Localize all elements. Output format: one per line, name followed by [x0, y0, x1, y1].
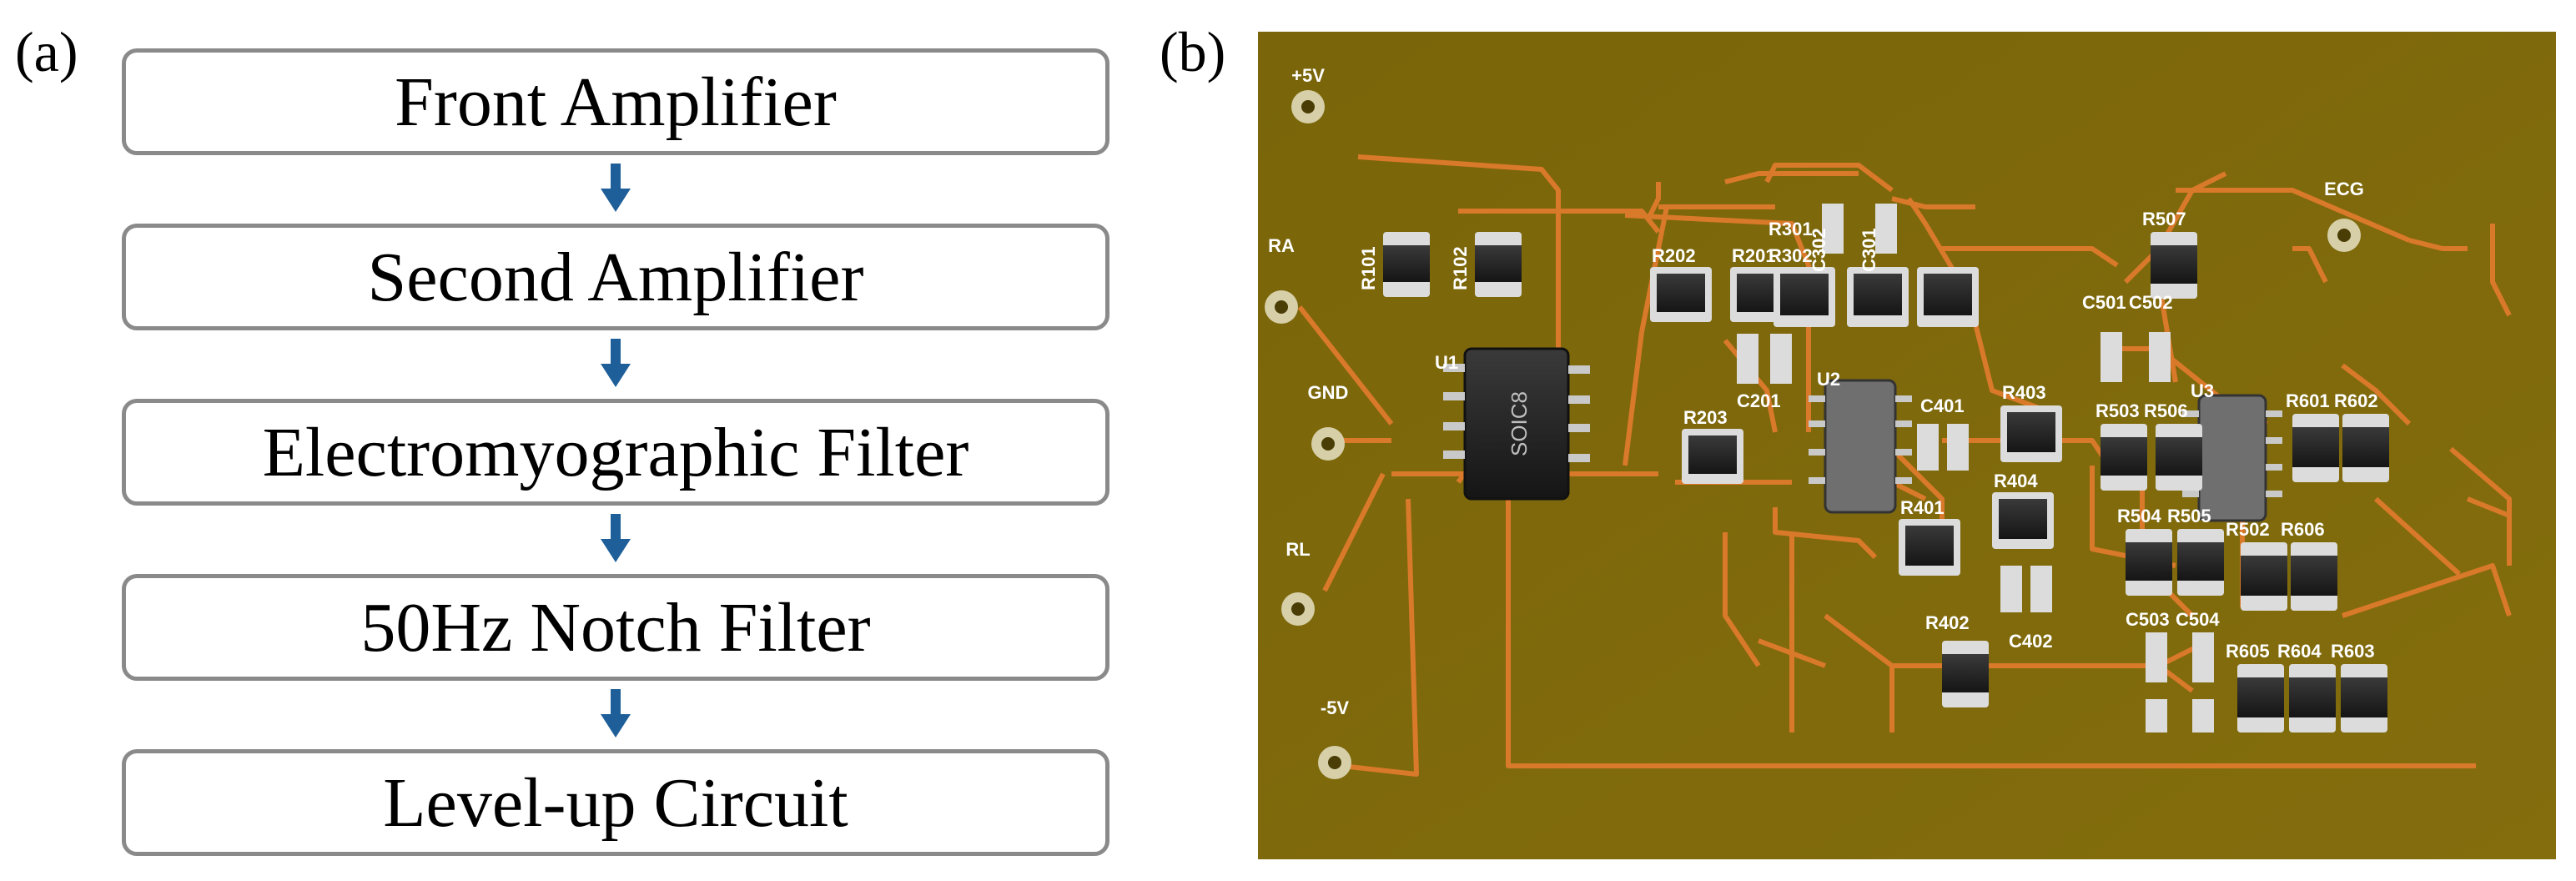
component-c503: C503: [2126, 609, 2170, 732]
component-r503: R503: [2096, 400, 2147, 491]
svg-text:C501: C501: [2082, 292, 2126, 313]
svg-text:C401: C401: [1920, 395, 1965, 416]
component-c302: C302: [1809, 204, 1909, 327]
component-r602: R602: [2334, 390, 2389, 482]
pad-plus5v: +5V: [1291, 65, 1325, 123]
panel-label-a: (a): [15, 20, 78, 83]
svg-text:C301: C301: [1859, 228, 1879, 272]
component-r402: R402: [1925, 612, 1989, 707]
component-r603: R603: [2331, 641, 2387, 732]
component-r102: R102: [1450, 232, 1522, 297]
component-r604: R604: [2277, 641, 2336, 732]
svg-text:R507: R507: [2142, 209, 2186, 229]
svg-text:R602: R602: [2334, 390, 2378, 411]
svg-text:GND: GND: [1308, 382, 1349, 403]
step-electromyographic-filter: Electromyographic Filter: [122, 399, 1109, 506]
step-notch-filter: 50Hz Notch Filter: [122, 574, 1109, 681]
component-r505: R505: [2167, 506, 2224, 596]
pad-gnd: GND: [1308, 382, 1349, 461]
component-r502: R502: [2226, 519, 2287, 611]
down-arrow-icon: [601, 689, 631, 738]
pcb-render: +5V RA GND RL -5V ECG SOIC8 U1: [1258, 32, 2556, 859]
component-r507: R507: [2142, 209, 2197, 299]
svg-text:R506: R506: [2144, 400, 2188, 421]
svg-text:R301: R301: [1768, 219, 1813, 239]
svg-text:R203: R203: [1683, 407, 1728, 428]
svg-text:R401: R401: [1900, 497, 1945, 518]
svg-text:R605: R605: [2226, 641, 2270, 662]
step-second-amplifier: Second Amplifier: [122, 224, 1109, 330]
component-c401: C401: [1917, 395, 1969, 471]
component-r203: R203: [1682, 407, 1743, 484]
svg-text:R101: R101: [1358, 246, 1379, 290]
svg-text:U2: U2: [1817, 369, 1840, 390]
pad-ra: RA: [1265, 235, 1298, 324]
svg-text:R404: R404: [1994, 471, 2038, 491]
component-c501: C501: [2082, 292, 2126, 382]
svg-text:R503: R503: [2096, 400, 2140, 421]
down-arrow-icon: [601, 164, 631, 212]
component-c201: C201: [1737, 334, 1792, 411]
svg-text:R603: R603: [2331, 641, 2375, 662]
svg-text:R302: R302: [1768, 245, 1813, 266]
chip-u2: U2: [1809, 369, 1912, 514]
svg-text:C502: C502: [2129, 292, 2173, 313]
svg-text:R102: R102: [1450, 246, 1471, 290]
svg-text:R201: R201: [1732, 245, 1776, 266]
component-c504: C504: [2176, 609, 2220, 732]
svg-text:C503: C503: [2126, 609, 2170, 630]
svg-text:-5V: -5V: [1321, 697, 1350, 718]
copper-traces: [1297, 154, 2512, 777]
component-r601: R601: [2286, 390, 2339, 482]
component-c301: C301: [1859, 204, 1979, 327]
svg-text:U3: U3: [2191, 380, 2214, 401]
svg-text:R402: R402: [1925, 612, 1970, 633]
svg-text:SOIC8: SOIC8: [1507, 391, 1532, 456]
component-r302: R302: [1768, 245, 1835, 327]
component-r101: R101: [1358, 232, 1430, 297]
chip-u1: SOIC8 U1: [1435, 347, 1590, 501]
svg-text:ECG: ECG: [2324, 179, 2364, 199]
svg-text:U1: U1: [1435, 352, 1458, 373]
down-arrow-icon: [601, 514, 631, 562]
svg-text:R604: R604: [2277, 641, 2322, 662]
svg-text:C302: C302: [1809, 228, 1829, 272]
component-r401: R401: [1899, 497, 1960, 576]
pad-rl: RL: [1281, 539, 1315, 626]
pad-ecg: ECG: [2324, 179, 2364, 252]
component-r606: R606: [2281, 519, 2337, 611]
component-r403: R403: [2000, 382, 2062, 462]
pad-minus5v: -5V: [1318, 697, 1351, 779]
svg-text:+5V: +5V: [1291, 65, 1325, 86]
step-level-up-circuit: Level-up Circuit: [122, 749, 1109, 856]
svg-text:R606: R606: [2281, 519, 2325, 540]
svg-text:RL: RL: [1285, 539, 1310, 560]
component-r605: R605: [2226, 641, 2284, 732]
svg-text:R502: R502: [2226, 519, 2270, 540]
down-arrow-icon: [601, 339, 631, 387]
svg-text:R505: R505: [2167, 506, 2211, 526]
svg-text:R504: R504: [2117, 506, 2161, 526]
step-front-amplifier: Front Amplifier: [122, 48, 1109, 155]
svg-text:R601: R601: [2286, 390, 2330, 411]
panel-label-b: (b): [1160, 20, 1226, 83]
component-r301: R301: [1768, 219, 1813, 239]
svg-text:RA: RA: [1268, 235, 1295, 256]
component-r202: R202: [1650, 245, 1712, 322]
component-r504: R504: [2117, 506, 2172, 596]
svg-text:R403: R403: [2002, 382, 2046, 403]
component-r506: R506: [2144, 400, 2202, 491]
svg-text:C402: C402: [2009, 631, 2053, 652]
svg-text:C201: C201: [1737, 390, 1781, 411]
svg-text:C504: C504: [2176, 609, 2220, 630]
component-c402: C402: [2000, 566, 2053, 652]
svg-text:R202: R202: [1652, 245, 1696, 266]
component-c502: C502: [2129, 292, 2173, 382]
component-r404: R404: [1992, 471, 2054, 549]
